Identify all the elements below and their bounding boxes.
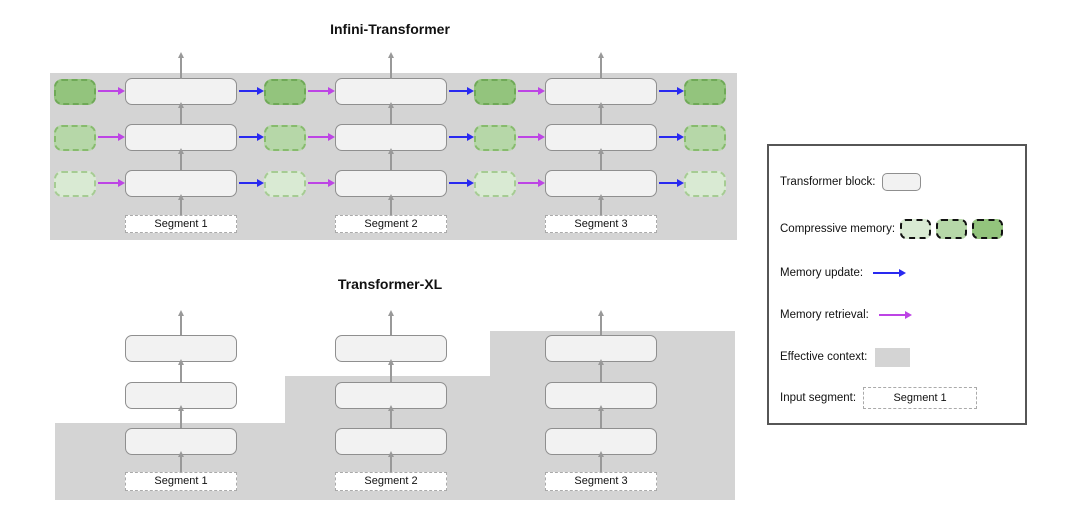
memory-retrieval-arrow	[518, 133, 545, 141]
up-arrow	[387, 310, 394, 335]
up-arrow	[387, 405, 394, 428]
legend-label: Transformer block:	[780, 176, 876, 188]
up-arrow	[177, 148, 184, 170]
memory-retrieval-arrow-icon	[878, 311, 912, 319]
legend-box: Transformer block: Compressive memory: M…	[767, 144, 1027, 425]
memory-retrieval-arrow	[98, 179, 125, 187]
up-arrow	[597, 405, 604, 428]
transformer-block	[125, 335, 237, 362]
up-arrow	[597, 148, 604, 170]
up-arrow	[387, 359, 394, 382]
memory-update-arrow	[449, 133, 474, 141]
memory-update-arrow	[239, 179, 264, 187]
memory-update-arrow	[239, 133, 264, 141]
up-arrow	[177, 310, 184, 335]
legend-row-transformer-block: Transformer block:	[780, 167, 922, 197]
memory-block	[684, 125, 726, 151]
input-segment-swatch: Segment 1	[863, 387, 978, 409]
transformer-block-swatch	[882, 173, 922, 191]
memory-update-arrow	[659, 87, 684, 95]
segment-label: Segment 2	[335, 472, 447, 491]
transformer-block	[335, 124, 447, 151]
transformer-block	[545, 335, 657, 362]
memory-retrieval-arrow	[98, 133, 125, 141]
memory-retrieval-arrow	[518, 87, 545, 95]
memory-light-swatch	[900, 219, 932, 239]
memory-block	[684, 171, 726, 197]
memory-mid-swatch	[936, 219, 968, 239]
memory-update-arrow-icon	[873, 269, 907, 277]
memory-block	[264, 79, 306, 105]
up-arrow	[597, 102, 604, 124]
memory-retrieval-arrow	[308, 179, 335, 187]
memory-update-arrow	[449, 179, 474, 187]
up-arrow	[177, 102, 184, 124]
memory-block	[474, 125, 516, 151]
up-arrow	[387, 102, 394, 124]
memory-block	[474, 79, 516, 105]
memory-retrieval-arrow	[308, 133, 335, 141]
transformer-block	[545, 170, 657, 197]
memory-block	[264, 171, 306, 197]
memory-block	[54, 79, 96, 105]
up-arrow	[597, 310, 604, 335]
memory-retrieval-arrow	[518, 179, 545, 187]
legend-row-input-segment: Input segment: Segment 1	[780, 383, 978, 413]
transformer-block	[335, 78, 447, 105]
up-arrow	[177, 52, 184, 79]
transformer-block	[335, 335, 447, 362]
memory-block	[264, 125, 306, 151]
up-arrow	[177, 451, 184, 472]
up-arrow	[597, 359, 604, 382]
memory-update-arrow	[239, 87, 264, 95]
up-arrow	[387, 451, 394, 472]
effective-context-swatch	[875, 347, 911, 367]
segment-label: Segment 3	[545, 215, 657, 233]
memory-retrieval-arrow	[98, 87, 125, 95]
transformer-block	[545, 78, 657, 105]
legend-row-memory-update: Memory update:	[780, 258, 907, 288]
memory-block	[684, 79, 726, 105]
transformer-block	[125, 170, 237, 197]
up-arrow	[597, 52, 604, 79]
legend-label: Memory update:	[780, 267, 864, 279]
transformer-block	[335, 428, 447, 455]
transformer-xl-title: Transformer-XL	[337, 276, 443, 292]
transformer-block	[335, 170, 447, 197]
infini-transformer-title: Infini-Transformer	[330, 21, 450, 37]
up-arrow	[387, 148, 394, 170]
memory-update-arrow	[659, 133, 684, 141]
transformer-block	[545, 124, 657, 151]
legend-label: Compressive memory:	[780, 223, 896, 235]
up-arrow	[177, 194, 184, 215]
legend-label: Input segment:	[780, 392, 857, 404]
legend-label: Memory retrieval:	[780, 309, 869, 321]
legend-row-effective-context: Effective context:	[780, 342, 911, 372]
segment-label: Segment 1	[125, 215, 237, 233]
up-arrow	[597, 194, 604, 215]
memory-block	[54, 125, 96, 151]
memory-dark-swatch	[972, 219, 1004, 239]
memory-update-arrow	[659, 179, 684, 187]
up-arrow	[387, 52, 394, 79]
segment-label: Segment 3	[545, 472, 657, 491]
up-arrow	[177, 405, 184, 428]
up-arrow	[387, 194, 394, 215]
segment-label: Segment 1	[125, 472, 237, 491]
up-arrow	[177, 359, 184, 382]
memory-block	[474, 171, 516, 197]
memory-update-arrow	[449, 87, 474, 95]
transformer-block	[125, 382, 237, 409]
legend-row-memory-retrieval: Memory retrieval:	[780, 300, 912, 330]
transformer-block	[125, 124, 237, 151]
up-arrow	[597, 451, 604, 472]
memory-block	[54, 171, 96, 197]
legend-label: Effective context:	[780, 351, 868, 363]
memory-retrieval-arrow	[308, 87, 335, 95]
legend-row-compressive-memory: Compressive memory:	[780, 214, 1004, 244]
transformer-block	[125, 78, 237, 105]
segment-label: Segment 2	[335, 215, 447, 233]
